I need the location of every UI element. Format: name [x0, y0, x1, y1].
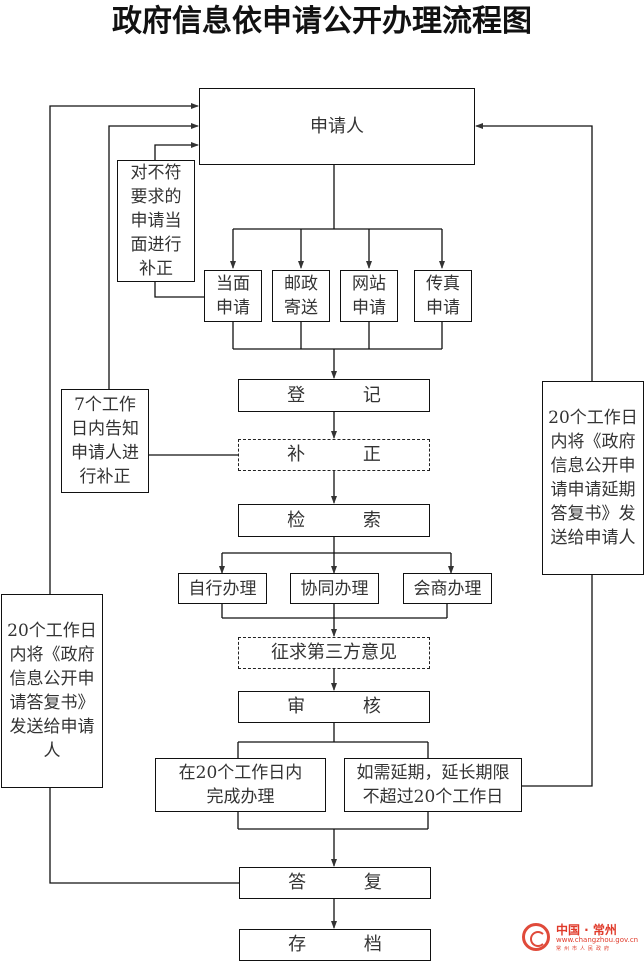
seven-day-note-box: 7个工作日内告知申请人进行补正: [61, 389, 149, 493]
changzhou-logo: 中国 · 常州 www.changzhou.gov.cn 常州市人民政府: [520, 921, 644, 957]
connector: [49, 788, 239, 884]
channel-label: 当面申请: [216, 274, 250, 318]
reply-label: 答 复: [288, 872, 408, 893]
applicant-box: 申请人: [199, 88, 475, 165]
arrow: [108, 123, 199, 389]
supplement-label: 补 正: [287, 444, 407, 465]
handling-coordinated: 协同办理: [290, 573, 379, 604]
logo-name: 中国 · 常州: [556, 923, 617, 937]
seven-day-note-label: 7个工作日内告知申请人进行补正: [71, 395, 139, 487]
correction-note-label: 对不符要求的申请当面进行补正: [130, 163, 182, 279]
applicant-label: 申请人: [310, 115, 364, 137]
archive-box: 存 档: [239, 929, 431, 961]
complete-within-20-label: 在20个工作日内完成办理: [178, 763, 303, 807]
register-box: 登 记: [238, 379, 430, 412]
third-party-label: 征求第三方意见: [271, 642, 397, 663]
archive-label: 存 档: [288, 934, 408, 955]
supplement-box: 补 正: [238, 439, 430, 471]
reply-note-right-box: 20个工作日内将《政府信息公开申请申请延期答复书》发送给申请人: [542, 381, 644, 575]
arrow: [475, 123, 593, 381]
page-title: 政府信息依申请公开办理流程图: [112, 4, 532, 39]
third-party-box: 征求第三方意见: [238, 637, 430, 669]
reply-box: 答 复: [239, 867, 431, 899]
handling-self: 自行办理: [178, 573, 267, 604]
extension-box: 如需延期，延长期限不超过20个工作日: [344, 758, 522, 812]
channel-in-person: 当面申请: [204, 270, 262, 322]
review-label: 审 核: [287, 696, 407, 717]
search-box: 检 索: [238, 504, 430, 537]
register-label: 登 记: [287, 384, 407, 406]
logo-subtitle: 常州市人民政府: [556, 946, 613, 952]
reply-note-left-label: 20个工作日内将《政府信息公开申请答复书》发送给申请人: [7, 621, 97, 761]
channel-label: 网站申请: [352, 274, 386, 318]
connector: [154, 282, 204, 298]
review-box: 审 核: [238, 691, 430, 723]
extension-label: 如需延期，延长期限不超过20个工作日: [356, 763, 510, 807]
channel-label: 传真申请: [426, 274, 460, 318]
handling-label: 会商办理: [413, 578, 482, 599]
reply-note-left-box: 20个工作日内将《政府信息公开申请答复书》发送给申请人: [1, 594, 103, 788]
search-label: 检 索: [287, 509, 407, 531]
handling-consultation: 会商办理: [403, 573, 492, 604]
logo-emblem-icon: [522, 923, 550, 951]
correction-note-box: 对不符要求的申请当面进行补正: [117, 160, 195, 282]
logo-url: www.changzhou.gov.cn: [556, 936, 639, 944]
handling-label: 协同办理: [300, 578, 369, 599]
channel-website: 网站申请: [340, 270, 398, 322]
channel-fax: 传真申请: [414, 270, 472, 322]
connector: [522, 575, 593, 787]
channel-label: 邮政寄送: [284, 274, 318, 318]
arrow: [49, 103, 199, 594]
complete-within-20-box: 在20个工作日内完成办理: [155, 758, 326, 812]
arrow: [154, 142, 199, 160]
handling-label: 自行办理: [188, 578, 257, 599]
channel-post: 邮政寄送: [272, 270, 330, 322]
reply-note-right-label: 20个工作日内将《政府信息公开申请申请延期答复书》发送给申请人: [548, 408, 638, 548]
